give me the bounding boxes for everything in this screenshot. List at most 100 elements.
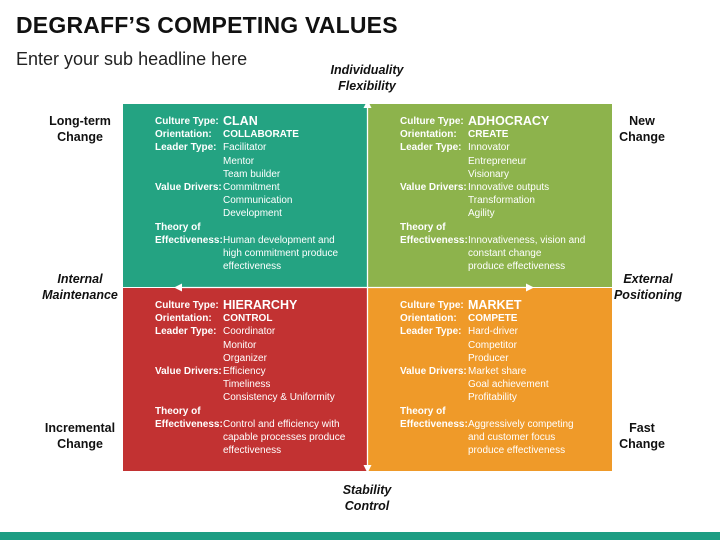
clan-effectiveness-line: effectiveness [223,261,282,273]
axis-bottom-line-1: Stability [342,483,392,497]
value-drivers-label: Value Drivers: [400,366,467,378]
corner-bottom-right-line-2: Change [619,437,665,451]
axis-top-line-2: Flexibility [338,79,396,93]
culture-type-label: Culture Type: [400,116,464,127]
culture-type-label: Culture Type: [155,116,219,127]
adhocracy-driver-item: Innovative outputs [468,182,550,194]
orientation-label: Orientation: [400,129,457,141]
adhocracy-leader-item: Innovator [468,142,510,154]
axis-right-line-2: Positioning [613,288,683,302]
corner-bottom-right-line-1: Fast [629,421,655,435]
hierarchy-leader-item: Monitor [223,339,257,351]
adhocracy-effectiveness-values: Innovativeness, vision and constant chan… [468,234,605,274]
market-theory-row: Theory of [400,405,605,418]
hierarchy-effectiveness-line: capable processes produce [223,432,346,444]
page-title: DEGRAFF’S COMPETING VALUES [16,12,398,38]
market-leader-values: Hard-driver Competitor Producer [468,325,605,365]
market-culture-value: MARKET [468,298,522,312]
market-leader-row: Leader Type: Hard-driver Competitor Prod… [400,325,605,365]
hierarchy-culture-row: Culture Type: HIERARCHY [155,298,360,312]
quadrant-clan: Culture Type: CLAN Orientation: COLLABOR… [123,104,367,287]
clan-leader-item: Mentor [223,155,255,167]
clan-orientation-value: COLLABORATE [223,129,299,141]
market-orientation-value: COMPETE [468,313,518,325]
adhocracy-drivers-values: Innovative outputs Transformation Agilit… [468,181,605,221]
adhocracy-orientation-value: CREATE [468,129,509,141]
corner-bottom-left-line-2: Change [57,437,103,451]
orientation-label: Orientation: [155,129,212,141]
corner-bottom-left-line-1: Incremental [44,421,116,435]
market-effectiveness-line: and customer focus [468,432,556,444]
effectiveness-label: Effectiveness: [155,418,223,430]
adhocracy-effectiveness-line: produce effectiveness [468,261,566,273]
axis-right-label: External Positioning [598,271,698,303]
adhocracy-effectiveness-line: constant change [468,248,542,260]
axis-left-line-2: Maintenance [42,288,118,302]
clan-orientation-row: Orientation: COLLABORATE [155,128,360,141]
market-effectiveness-line: Aggressively competing [468,418,574,430]
market-effectiveness-line: produce effectiveness [468,445,566,457]
corner-top-right-line-2: Change [619,130,665,144]
quadrant-hierarchy: Culture Type: HIERARCHY Orientation: CON… [123,288,367,471]
effectiveness-label: Effectiveness: [400,418,468,430]
clan-driver-item: Development [223,208,282,220]
quadrant-market: Culture Type: MARKET Orientation: COMPET… [368,288,612,471]
clan-driver-item: Communication [223,195,293,207]
market-driver-item: Goal achievement [468,379,549,391]
market-drivers-values: Market share Goal achievement Profitabil… [468,365,605,405]
theory-label: Theory of [155,405,201,417]
hierarchy-drivers-values: Efficiency Timeliness Consistency & Unif… [223,365,360,405]
adhocracy-theory-row: Theory of [400,221,605,234]
clan-effectiveness-row: Effectiveness: Human development and hig… [155,234,360,274]
hierarchy-orientation-row: Orientation: CONTROL [155,312,360,325]
adhocracy-culture-row: Culture Type: ADHOCRACY [400,114,605,128]
market-orientation-row: Orientation: COMPETE [400,312,605,325]
clan-effectiveness-line: Human development and [223,234,335,246]
leader-type-label: Leader Type: [155,326,217,338]
culture-type-label: Culture Type: [400,300,464,311]
clan-leader-item: Team builder [223,168,281,180]
axis-left-line-1: Internal [57,272,103,286]
adhocracy-driver-item: Agility [468,208,495,220]
clan-theory-row: Theory of [155,221,360,234]
market-driver-item: Profitability [468,392,517,404]
market-culture-row: Culture Type: MARKET [400,298,605,312]
value-drivers-label: Value Drivers: [400,182,467,194]
clan-culture-row: Culture Type: CLAN [155,114,360,128]
hierarchy-effectiveness-line: Control and efficiency with [223,418,340,430]
theory-label: Theory of [155,221,201,233]
hierarchy-theory-row: Theory of [155,405,360,418]
market-effectiveness-row: Effectiveness: Aggressively competing an… [400,418,605,458]
leader-type-label: Leader Type: [400,142,462,154]
corner-bottom-right-label: Fast Change [592,420,692,452]
adhocracy-leader-item: Entrepreneur [468,155,527,167]
corner-top-left-line-2: Change [57,130,103,144]
effectiveness-label: Effectiveness: [155,234,223,246]
corner-top-left-line-1: Long-term [49,114,111,128]
quadrant-adhocracy: Culture Type: ADHOCRACY Orientation: CRE… [368,104,612,287]
hierarchy-leader-item: Organizer [223,352,267,364]
clan-drivers-row: Value Drivers: Commitment Communication … [155,181,360,221]
quadrant-hierarchy-details: Culture Type: HIERARCHY Orientation: CON… [155,298,360,457]
clan-driver-item: Commitment [223,182,280,194]
hierarchy-driver-item: Timeliness [223,379,271,391]
leader-type-label: Leader Type: [155,142,217,154]
hierarchy-orientation-value: CONTROL [223,313,273,325]
corner-top-right-label: New Change [592,113,692,145]
adhocracy-culture-value: ADHOCRACY [468,114,550,128]
market-driver-item: Market share [468,366,527,378]
axis-right-line-1: External [623,272,673,286]
clan-culture-value: CLAN [223,114,258,128]
adhocracy-leader-item: Visionary [468,168,509,180]
market-leader-item: Competitor [468,339,517,351]
orientation-label: Orientation: [155,313,212,325]
footer-bar [0,532,720,540]
adhocracy-leader-row: Leader Type: Innovator Entrepreneur Visi… [400,141,605,181]
corner-top-left-label: Long-term Change [30,113,130,145]
axis-left-label: Internal Maintenance [30,271,130,303]
hierarchy-driver-item: Consistency & Uniformity [223,392,335,404]
axis-top-label: Individuality Flexibility [317,62,417,94]
hierarchy-driver-item: Efficiency [223,366,266,378]
quadrant-adhocracy-details: Culture Type: ADHOCRACY Orientation: CRE… [400,114,605,274]
clan-effectiveness-values: Human development and high commitment pr… [223,234,360,274]
